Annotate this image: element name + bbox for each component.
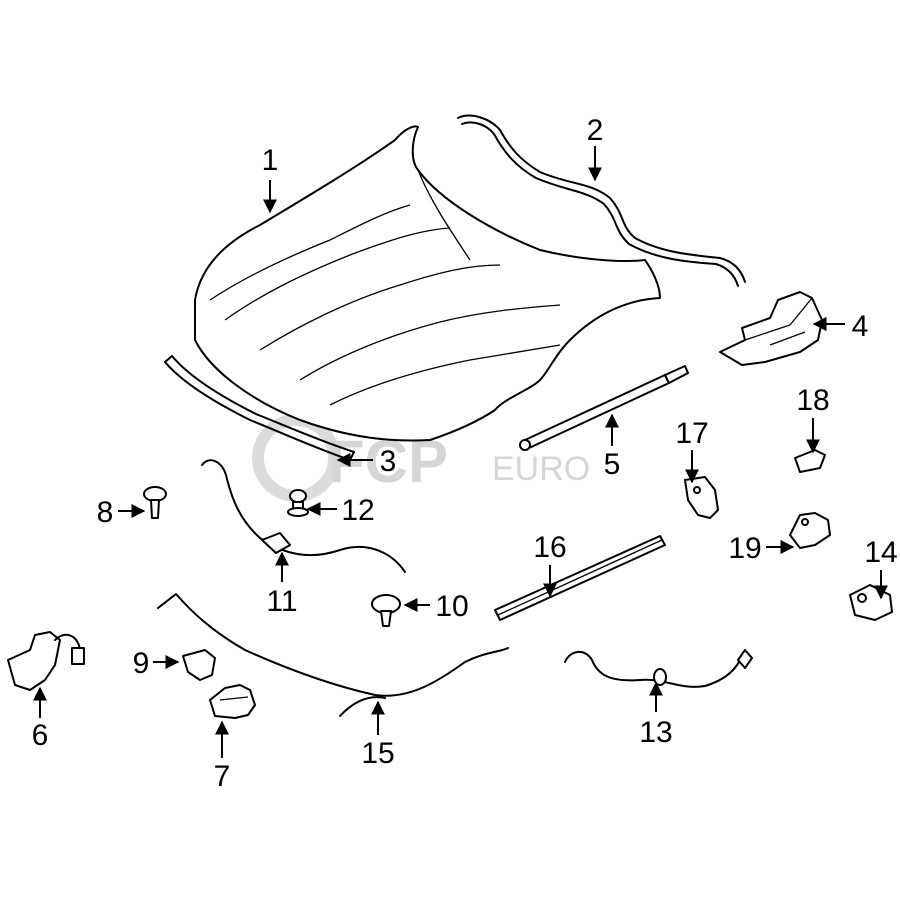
callout-15: 15 bbox=[361, 737, 394, 770]
part-cable bbox=[564, 649, 753, 688]
part-long-cable bbox=[157, 593, 509, 717]
callout-labels: 1 2 3 4 5 6 7 8 9 10 11 12 13 14 15 16 1… bbox=[32, 114, 898, 793]
callout-13: 13 bbox=[639, 716, 672, 749]
callout-17: 17 bbox=[675, 417, 708, 450]
callout-16: 16 bbox=[533, 531, 566, 564]
part-push-pin bbox=[143, 486, 167, 519]
callout-8: 8 bbox=[97, 496, 114, 529]
part-mount-bracket bbox=[789, 512, 831, 549]
callout-12: 12 bbox=[341, 494, 374, 527]
part-weatherstrip bbox=[494, 535, 666, 621]
part-bracket-right bbox=[849, 584, 893, 621]
callout-6: 6 bbox=[32, 719, 49, 752]
leader-lines bbox=[33, 146, 888, 758]
part-latch-assembly bbox=[7, 631, 85, 691]
part-hood bbox=[194, 125, 661, 442]
part-latch-clip bbox=[209, 684, 256, 719]
callout-5: 5 bbox=[604, 448, 621, 481]
callout-14: 14 bbox=[864, 536, 897, 569]
callout-11: 11 bbox=[266, 585, 297, 618]
watermark-suffix: EURO bbox=[492, 450, 590, 488]
callout-19: 19 bbox=[728, 532, 761, 565]
part-hood-seal bbox=[457, 114, 746, 287]
callout-7: 7 bbox=[214, 760, 231, 793]
callout-2: 2 bbox=[587, 114, 604, 147]
part-small-bracket bbox=[182, 649, 216, 681]
part-latch-bracket bbox=[719, 291, 823, 366]
callout-18: 18 bbox=[796, 384, 829, 417]
callout-9: 9 bbox=[133, 647, 150, 680]
part-front-seal bbox=[164, 355, 355, 461]
part-small-bracket-right bbox=[794, 449, 826, 473]
callout-4: 4 bbox=[852, 310, 869, 343]
part-release-cable bbox=[201, 459, 406, 573]
callout-1: 1 bbox=[262, 144, 279, 177]
part-gas-strut bbox=[519, 365, 689, 451]
part-hinge-plate bbox=[684, 476, 719, 519]
callout-3: 3 bbox=[380, 445, 397, 478]
callout-10: 10 bbox=[435, 590, 468, 623]
part-screw bbox=[287, 489, 309, 517]
part-clip bbox=[371, 594, 401, 627]
